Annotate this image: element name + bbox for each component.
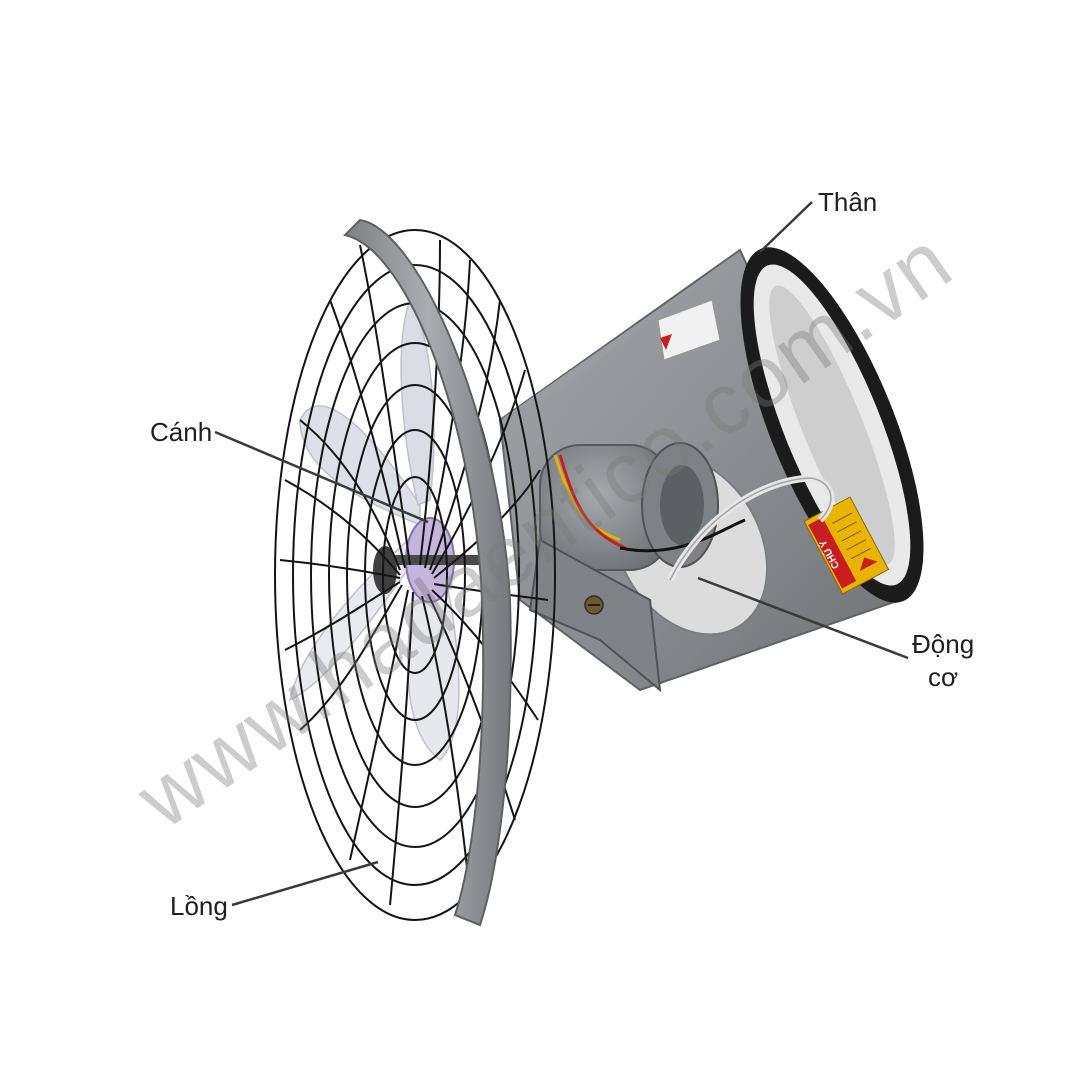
leader-line-blade [214,430,429,524]
leader-line-cage [231,860,379,907]
label-motor-line2: cơ [928,661,959,692]
label-blade: Cánh [150,417,213,447]
label-motor: Động cơ [912,628,974,693]
label-body: Thân [818,187,878,217]
fan-motor [528,442,835,693]
leader-lines [214,201,909,907]
cage-rim [343,218,512,927]
leader-line-motor [697,576,909,660]
label-motor-line1: Động [912,629,975,659]
leader-line-body [759,201,813,253]
label-cage: Lồng [170,891,228,921]
spec-sticker [657,299,721,361]
